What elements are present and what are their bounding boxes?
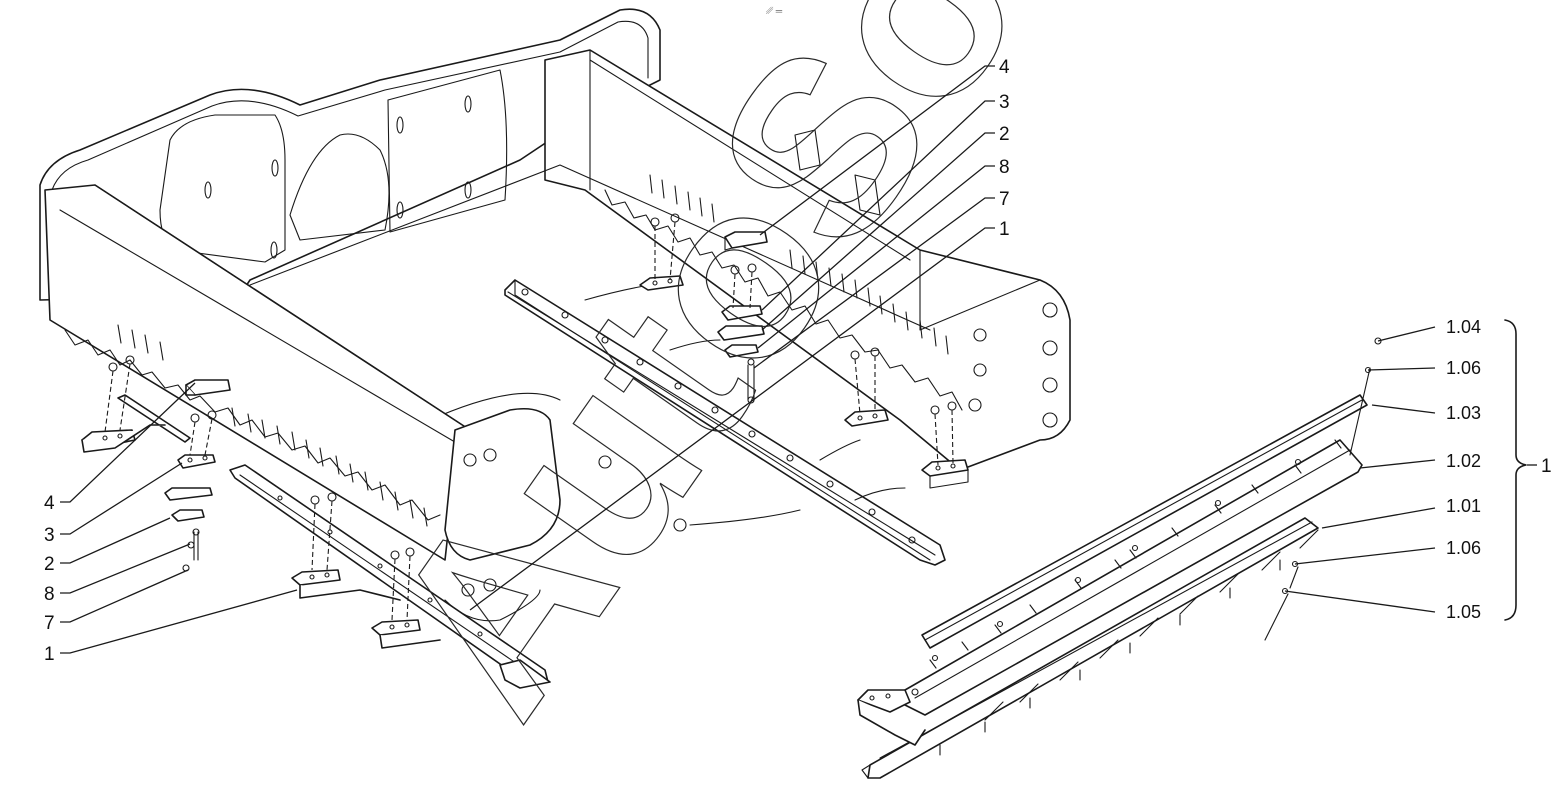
top-mark: ␥ ═ [766,6,783,16]
callout-right-1-01: 1.01 [1446,496,1481,516]
callout-center-3: 3 [999,92,1010,113]
left-exploded-parts [81,355,551,689]
callout-right-1-02: 1.02 [1446,451,1481,471]
callout-center-8: 8 [999,157,1010,178]
left-callouts: 4 3 2 8 7 1 [44,382,298,665]
callout-left-3: 3 [44,525,55,546]
callout-left-2: 2 [44,554,55,575]
center-exploded-parts [504,213,969,566]
callout-center-2: 2 [999,124,1010,145]
callout-right-1-04: 1.04 [1446,317,1481,337]
callout-center-7: 7 [999,189,1010,210]
callout-right-1-05: 1.05 [1446,602,1481,622]
callout-left-1: 1 [44,644,55,665]
callout-center-1: 1 [999,219,1010,240]
callout-right-1-06a: 1.06 [1446,358,1481,378]
callout-left-8: 8 [44,584,55,605]
center-callouts: 4 3 2 8 7 1 [469,57,1010,611]
right-exploded-assembly [857,337,1382,779]
callout-center-4: 4 [999,57,1010,78]
group-brace [1504,319,1527,621]
callout-right-1-06b: 1.06 [1446,538,1481,558]
callout-right-1-03: 1.03 [1446,403,1481,423]
bucket-body [39,8,1071,622]
group-label: 1 [1541,456,1552,477]
callout-left-7: 7 [44,613,55,634]
callout-left-4: 4 [44,493,55,514]
right-callouts: 1.04 1.06 1.03 1.02 1.01 1.06 1.05 1 [1284,317,1552,622]
